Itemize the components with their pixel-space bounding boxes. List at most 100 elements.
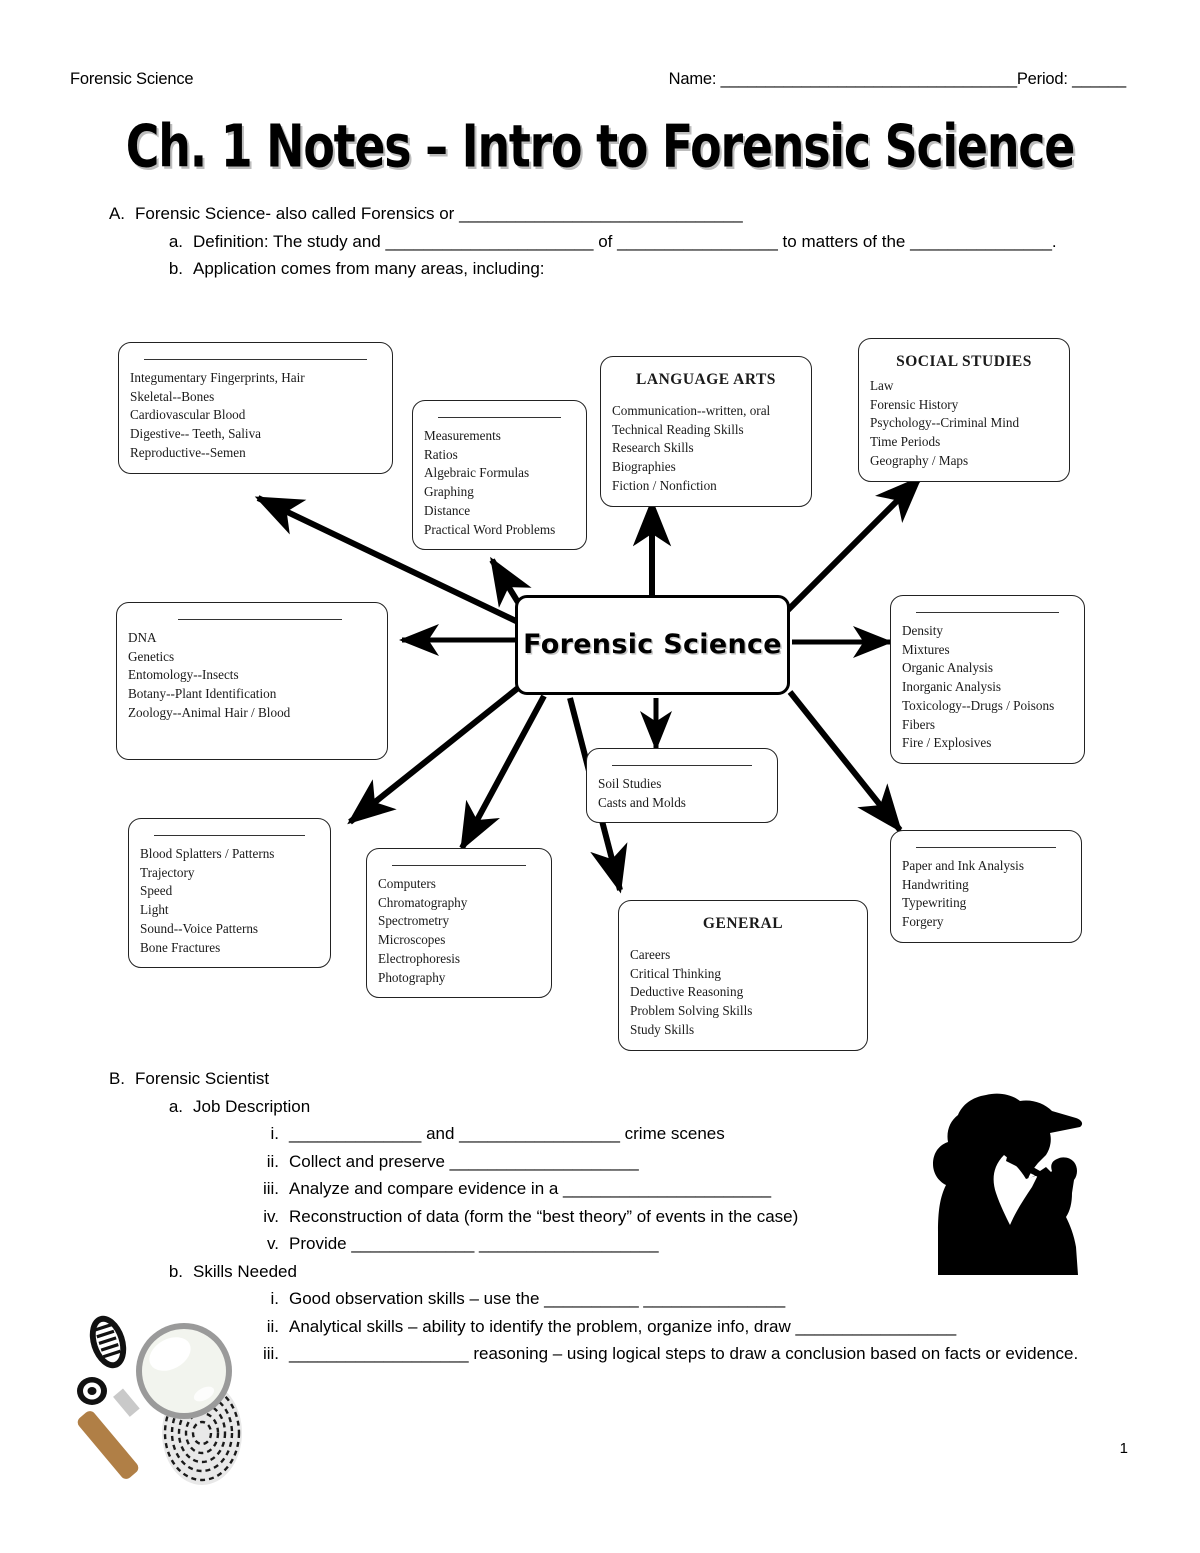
map-node-item: Fire / Explosives	[902, 735, 992, 751]
blank-title-line	[916, 847, 1056, 848]
map-node-language-arts: LANGUAGE ARTS Communication--written, or…	[600, 356, 812, 507]
map-center-label: Forensic Science	[523, 629, 782, 661]
outline-text: Provide _____________ __________________…	[289, 1234, 659, 1254]
blank-title-line	[392, 865, 526, 866]
map-node-item: Measurements	[424, 428, 501, 443]
map-node-social-studies: SOCIAL STUDIES Law Forensic History Psyc…	[858, 338, 1070, 482]
outline-text: Job Description	[193, 1096, 311, 1116]
map-node-item: Paper and Ink Analysis	[902, 858, 1024, 873]
outline-item-b-a-v: v. Provide _____________ _______________…	[255, 1230, 1045, 1258]
map-node-item: Deductive Reasoning	[630, 984, 744, 1000]
map-node-item: Ratios	[424, 446, 458, 462]
map-node-item: Photography	[378, 969, 446, 985]
map-node-item: Speed	[140, 883, 173, 899]
map-node-item: Chromatography	[378, 894, 468, 910]
page-title: Ch. 1 Notes – Intro to Forensic Science	[125, 112, 1076, 181]
blank-title-line	[154, 835, 305, 836]
outline-item-b-a-iv: iv. Reconstruction of data (form the “be…	[255, 1203, 1055, 1231]
map-node-item: Microscopes	[378, 932, 446, 948]
map-node-general: GENERAL Careers Critical Thinking Deduct…	[618, 900, 868, 1051]
outline-marker: i.	[270, 1289, 280, 1309]
outline-item-b-b-ii: ii. Analytical skills – ability to ident…	[255, 1313, 1165, 1341]
map-node-item: Distance	[424, 502, 471, 518]
outline-marker: a.	[168, 1096, 183, 1116]
outline-item-a: A. Forensic Science- also called Forensi…	[105, 200, 1165, 228]
map-node-item: Algebraic Formulas	[424, 465, 530, 481]
outline-text: Definition: The study and ______________…	[193, 231, 1057, 251]
map-node-item: Forgery	[902, 914, 944, 930]
map-node-item: Cardiovascular Blood	[130, 407, 246, 423]
outline-marker: ii.	[266, 1316, 279, 1336]
outline-text: Analytical skills – ability to identify …	[289, 1316, 957, 1336]
outline-item-b-a-ii: ii. Collect and preserve _______________…	[255, 1148, 1045, 1176]
map-node-item: Forensic History	[870, 396, 959, 412]
map-node-item: Zoology--Animal Hair / Blood	[128, 704, 291, 720]
outline-item-b-b-iii: iii. ___________________ reasoning – usi…	[255, 1340, 1165, 1368]
map-node-item: Casts and Molds	[598, 794, 686, 810]
map-node-item: Genetics	[128, 648, 175, 664]
map-node-item: Technical Reading Skills	[612, 421, 744, 437]
outline-item-b-a-iii: iii. Analyze and compare evidence in a _…	[255, 1175, 1045, 1203]
outline-marker: iv.	[263, 1206, 279, 1226]
map-node-item: Biographies	[612, 459, 676, 475]
outline-item-b-b: b. Skills Needed	[167, 1258, 1165, 1286]
map-node-item: Inorganic Analysis	[902, 679, 1002, 695]
map-node-item: Integumentary Fingerprints, Hair	[130, 370, 305, 385]
map-node-item: Trajectory	[140, 864, 195, 880]
map-node-item: Bone Fractures	[140, 939, 221, 955]
outline-item-a-a: a. Definition: The study and ___________…	[167, 228, 1165, 256]
page-number: 1	[1119, 1440, 1128, 1457]
outline-marker: A.	[108, 204, 125, 223]
outline-text: ___________________ reasoning – using lo…	[289, 1344, 1079, 1364]
map-node-item: Critical Thinking	[630, 965, 721, 981]
map-node-item: Careers	[630, 947, 671, 962]
outline-text: Forensic Science- also called Forensics …	[135, 204, 743, 223]
map-node-title: LANGUAGE ARTS	[636, 371, 776, 388]
concept-map: Integumentary Fingerprints, Hair Skeleta…	[100, 330, 1100, 1070]
map-node-item: Entomology--Insects	[128, 667, 239, 683]
outline-text: Analyze and compare evidence in a ______…	[289, 1179, 772, 1199]
map-node-item: Computers	[378, 876, 436, 891]
outline-marker: a.	[168, 231, 183, 251]
map-node-item: Toxicology--Drugs / Poisons	[902, 697, 1055, 713]
map-node-biology: DNA Genetics Entomology--Insects Botany-…	[116, 602, 388, 760]
map-node-item: Soil Studies	[598, 776, 662, 791]
outline-marker: b.	[168, 259, 183, 279]
map-node-technology: Computers Chromatography Spectrometry Mi…	[366, 848, 552, 999]
blank-title-line	[178, 619, 342, 620]
map-node-item: Reproductive--Semen	[130, 444, 246, 460]
blank-title-line	[916, 612, 1059, 613]
concept-map-connectors	[254, 475, 923, 894]
sherlock-holmes-silhouette-icon	[933, 1093, 1083, 1275]
map-node-item: DNA	[128, 630, 157, 645]
outline-item-b-a: a. Job Description	[167, 1093, 1165, 1121]
blank-title-line	[438, 417, 561, 418]
outline-text: Collect and preserve ___________________…	[289, 1151, 639, 1171]
map-node-chemistry: Density Mixtures Organic Analysis Inorga…	[890, 595, 1085, 765]
map-node-item: Digestive-- Teeth, Saliva	[130, 426, 262, 442]
map-node-physics: Blood Splatters / Patterns Trajectory Sp…	[128, 818, 331, 969]
outline-text: Forensic Scientist	[135, 1069, 270, 1088]
map-node-item: Practical Word Problems	[424, 521, 556, 537]
outline-section-b: B. Forensic Scientist a. Job Description…	[105, 1065, 1165, 1368]
map-node-item: Sound--Voice Patterns	[140, 920, 259, 936]
outline-text: ______________ and _________________ cri…	[289, 1124, 725, 1144]
map-node-item: Skeletal--Bones	[130, 388, 215, 404]
map-node-item: Mixtures	[902, 641, 950, 657]
shoe-print-icon	[77, 1315, 127, 1405]
outline-text: Application comes from many areas, inclu…	[193, 259, 545, 279]
outline-marker: i.	[270, 1124, 280, 1144]
blank-title-line	[612, 765, 752, 766]
map-node-title: GENERAL	[702, 915, 784, 932]
map-node-item: Communication--written, oral	[612, 403, 771, 418]
map-node-item: Fibers	[902, 716, 935, 732]
period-field-label: Period: ______	[1016, 70, 1126, 88]
magnifying-glass-icon	[77, 1323, 232, 1479]
map-node-item: Psychology--Criminal Mind	[870, 415, 1020, 431]
outline-item-b-a-i: i. ______________ and _________________ …	[255, 1120, 1045, 1148]
map-node-anatomy: Integumentary Fingerprints, Hair Skeleta…	[118, 342, 393, 474]
course-label: Forensic Science	[70, 70, 194, 88]
outline-marker: iii.	[262, 1344, 279, 1364]
name-period-fields: Name: _________________________________P…	[669, 70, 1130, 89]
map-node-item: Botany--Plant Identification	[128, 686, 277, 702]
